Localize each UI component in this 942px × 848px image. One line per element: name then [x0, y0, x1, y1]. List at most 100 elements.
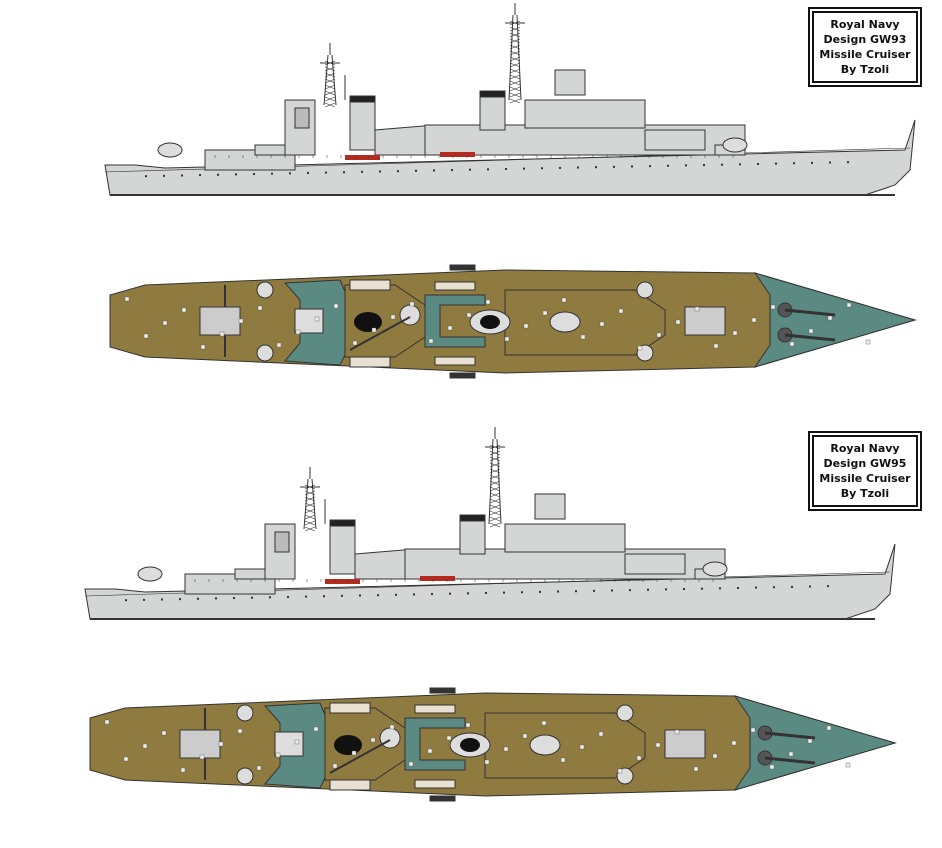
- porthole: [343, 171, 345, 174]
- deck-fitting: [238, 318, 244, 324]
- deck-fitting: [674, 729, 680, 735]
- accommodation-ladder: [429, 795, 456, 802]
- boat: [440, 152, 475, 157]
- porthole: [503, 591, 505, 594]
- deck-fitting: [826, 725, 832, 731]
- radar-base: [549, 311, 581, 333]
- crane: [329, 739, 391, 774]
- deck-fitting: [845, 762, 851, 768]
- deck-fitting: [370, 737, 376, 743]
- deck-fitting: [731, 740, 737, 746]
- boat: [434, 356, 476, 366]
- deck-fitting: [218, 741, 224, 747]
- boat: [329, 702, 371, 714]
- funnel-cap: [329, 519, 356, 527]
- label-navy: Royal Navy: [830, 18, 900, 31]
- porthole: [847, 161, 849, 164]
- accommodation-ladder: [449, 264, 476, 271]
- porthole: [199, 174, 201, 177]
- deck-fitting: [522, 733, 528, 739]
- mast-lattice: [489, 468, 501, 474]
- gun-barrel: [764, 731, 816, 740]
- deck-fitting: [693, 766, 699, 772]
- deck-fitting: [352, 340, 358, 346]
- porthole: [611, 589, 613, 592]
- mast-lattice: [324, 102, 336, 108]
- boat: [414, 779, 456, 789]
- deck-fitting: [636, 755, 642, 761]
- mast-lattice: [489, 498, 501, 504]
- bridge-deck: [484, 712, 646, 779]
- radar-housing: [554, 69, 586, 96]
- deck-fitting: [656, 332, 662, 338]
- deck-fitting: [313, 726, 319, 732]
- funnel-cap: [479, 90, 506, 98]
- gw93-deck-plan: [109, 264, 917, 379]
- porthole: [341, 594, 343, 597]
- porthole: [307, 171, 309, 174]
- mast-lattice: [489, 522, 501, 528]
- mast-lattice: [324, 72, 336, 78]
- mast-lattice: [509, 68, 521, 74]
- gun-turret: [256, 344, 274, 362]
- porthole: [719, 587, 721, 590]
- deck-fitting: [257, 305, 263, 311]
- mast-lattice: [489, 516, 501, 522]
- mast-lattice: [509, 38, 521, 44]
- porthole: [629, 589, 631, 592]
- forward-deckhouse: [644, 129, 706, 151]
- deck-fitting: [446, 735, 452, 741]
- porthole: [361, 170, 363, 173]
- porthole: [737, 586, 739, 589]
- funnel-1: [329, 523, 356, 575]
- gun-barrel: [784, 333, 836, 342]
- gw93-side-profile: [104, 3, 916, 196]
- deck-fitting: [637, 345, 643, 351]
- porthole: [181, 174, 183, 177]
- porthole: [467, 592, 469, 595]
- teal-u-deck: [424, 294, 486, 348]
- gun-turret: [256, 281, 274, 299]
- porthole: [757, 162, 759, 165]
- deck-fitting: [295, 329, 301, 335]
- deck-fitting: [237, 728, 243, 734]
- deck-fitting: [104, 719, 110, 725]
- missile-launcher-fwd: [722, 137, 748, 153]
- deck-fitting: [181, 307, 187, 313]
- funnel-cap: [349, 95, 376, 103]
- label-type: Missile Cruiser: [819, 472, 911, 485]
- porthole: [413, 593, 415, 596]
- deck-fitting: [275, 752, 281, 758]
- porthole: [631, 165, 633, 168]
- mast-lattice: [509, 56, 521, 62]
- deck-fitting: [598, 731, 604, 737]
- boat: [325, 579, 360, 584]
- porthole: [397, 170, 399, 173]
- porthole: [379, 170, 381, 173]
- funnel-2-cap: [460, 738, 480, 752]
- missile-launcher-fwd: [702, 561, 728, 577]
- mid-deckhouse: [324, 707, 406, 781]
- mast-lattice: [489, 504, 501, 510]
- porthole: [703, 164, 705, 167]
- deck-fitting: [484, 759, 490, 765]
- porthole: [251, 596, 253, 599]
- porthole: [161, 598, 163, 601]
- porthole: [701, 587, 703, 590]
- mast-lattice: [324, 96, 336, 102]
- mast-lattice: [304, 520, 316, 526]
- porthole: [377, 594, 379, 597]
- mast-lattice: [509, 50, 521, 56]
- deck-fitting: [428, 338, 434, 344]
- deck-fitting: [408, 761, 414, 767]
- radar-dish: [379, 727, 401, 749]
- deck-fitting: [276, 342, 282, 348]
- porthole: [721, 163, 723, 166]
- deck-fitting: [389, 724, 395, 730]
- porthole: [649, 165, 651, 168]
- deck-fitting: [618, 308, 624, 314]
- deck-fitting: [712, 753, 718, 759]
- deck-fitting: [561, 297, 567, 303]
- mast-lattice: [489, 456, 501, 462]
- funnel-2: [459, 518, 486, 555]
